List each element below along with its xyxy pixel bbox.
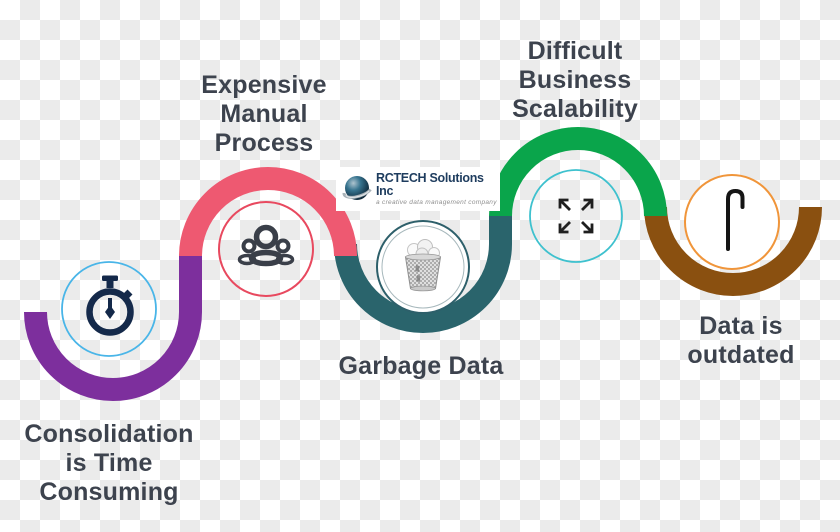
arc-data-outdated	[644, 206, 822, 296]
label-line: Garbage Data	[338, 352, 504, 380]
label-line: Business	[518, 66, 632, 94]
label-line: Difficult	[527, 37, 623, 65]
label-expensive-manual: Expensive Manual Process	[154, 71, 374, 158]
arc-expensive-manual	[179, 167, 357, 257]
icon-rings	[61, 169, 780, 357]
arc-difficult-scalability	[489, 127, 667, 217]
trash-can-icon	[404, 239, 442, 292]
label-difficult-scalability: Difficult Business Scalability	[465, 37, 685, 124]
stopwatch-icon	[86, 275, 134, 336]
logo-sphere-icon	[342, 176, 372, 200]
logo-company-name: RCTECH Solutions Inc	[376, 171, 484, 198]
arc-consolidation	[24, 256, 202, 401]
label-line: Consolidation	[24, 420, 194, 448]
arc-garbage-data	[334, 216, 512, 333]
people-icon	[237, 224, 295, 267]
company-logo: RCTECH Solutions Inc a creative data man…	[336, 167, 500, 211]
people-ring	[218, 201, 314, 297]
cane-ring	[684, 174, 780, 270]
label-line: Data is	[699, 312, 783, 340]
label-consolidation: Consolidation is Time Consuming	[0, 420, 219, 507]
stopwatch-ring	[61, 261, 157, 357]
label-line: Process	[214, 129, 314, 157]
label-garbage-data: Garbage Data	[311, 352, 531, 381]
label-line: Scalability	[512, 95, 638, 123]
label-line: outdated	[687, 341, 795, 369]
label-line: Consuming	[39, 478, 179, 506]
expand-arrows-icon	[558, 198, 594, 234]
label-data-outdated: Data is outdated	[631, 312, 840, 370]
expand-ring	[529, 169, 623, 263]
ribbon-arcs	[24, 127, 822, 401]
label-line: Manual	[220, 100, 308, 128]
trash-inner-ring	[381, 225, 465, 309]
logo-tagline: a creative data management company	[376, 199, 497, 206]
label-line: Expensive	[201, 71, 327, 99]
label-line: is Time	[65, 449, 153, 477]
cane-icon	[726, 188, 745, 251]
